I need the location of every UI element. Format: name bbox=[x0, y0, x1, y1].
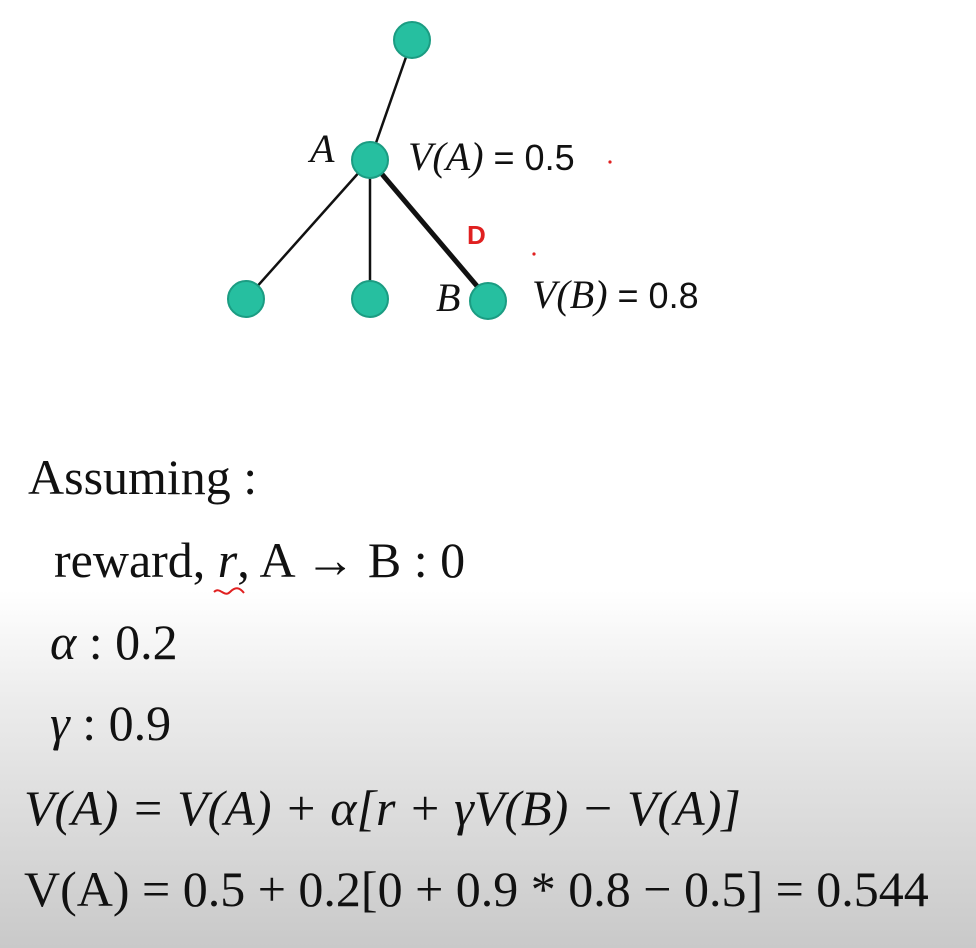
annotation-mark: D bbox=[467, 220, 486, 250]
value-b-equals: = 0.8 bbox=[608, 275, 699, 316]
value-a-equals: = 0.5 bbox=[484, 137, 575, 178]
reward-symbol: r bbox=[217, 532, 238, 588]
node-left bbox=[227, 280, 265, 318]
alpha-symbol: α bbox=[50, 614, 77, 670]
assumptions-heading: Assuming : bbox=[28, 449, 258, 505]
arrow-icon: → bbox=[305, 532, 356, 588]
annotation-dot bbox=[608, 160, 612, 164]
reward-line: reward, r, A → B : 0 bbox=[54, 530, 976, 590]
node-a-label: A bbox=[307, 126, 335, 171]
gamma-line: γ : 0.9 bbox=[50, 693, 976, 753]
value-a-label: V(A) = 0.5 bbox=[408, 134, 575, 179]
gamma-symbol: γ bbox=[50, 695, 70, 751]
node-b bbox=[469, 282, 507, 320]
reward-prefix: reward, bbox=[54, 532, 218, 588]
gamma-value: : 0.9 bbox=[69, 695, 172, 751]
node-a bbox=[351, 141, 389, 179]
value-a-name: V(A) bbox=[408, 134, 484, 179]
value-b-label: V(B) = 0.8 bbox=[532, 272, 699, 317]
edge-a-b bbox=[368, 158, 490, 301]
edge-a-left bbox=[245, 159, 371, 300]
alpha-value: : 0.2 bbox=[76, 614, 178, 670]
node-middle bbox=[351, 280, 389, 318]
tree-diagram: A B V(A) = 0.5 V(B) = 0.8 D bbox=[227, 21, 699, 320]
reward-suffix: B : 0 bbox=[355, 532, 466, 588]
node-b-label: B bbox=[436, 275, 460, 320]
edge-root-a bbox=[368, 39, 414, 161]
computed-equation: V(A) = 0.5 + 0.2[0 + 0.9 * 0.8 − 0.5] = … bbox=[24, 861, 929, 917]
alpha-line: α : 0.2 bbox=[50, 612, 976, 672]
red-underline-squiggle bbox=[213, 587, 245, 595]
reward-mid: , A bbox=[237, 532, 306, 588]
update-rule-equation: V(A) = V(A) + α[r + γV(B) − V(A)] bbox=[24, 780, 741, 836]
value-b-name: V(B) bbox=[532, 272, 608, 317]
annotation-dot bbox=[532, 252, 536, 256]
node-root bbox=[393, 21, 431, 59]
